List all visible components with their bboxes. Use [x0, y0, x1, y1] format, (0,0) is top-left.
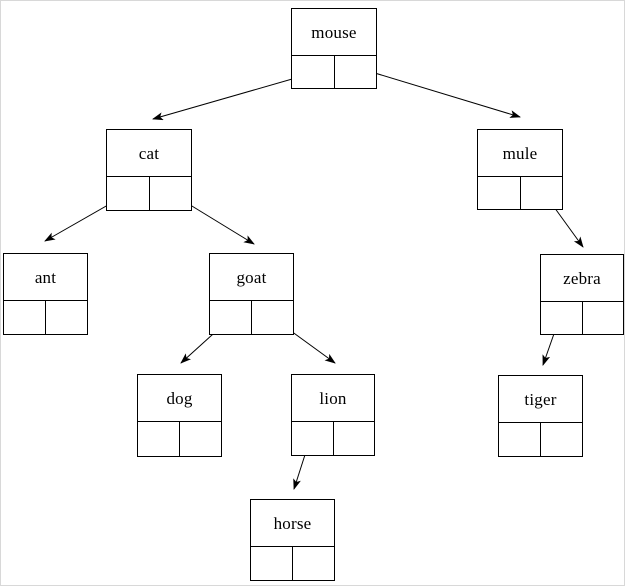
tree-node-dog[interactable]: dog — [137, 374, 222, 457]
node-pointers-zebra — [541, 302, 623, 334]
left-pointer-cell-goat — [210, 301, 252, 334]
tree-node-mouse[interactable]: mouse — [291, 8, 377, 89]
tree-node-lion[interactable]: lion — [291, 374, 375, 456]
left-pointer-cell-cat — [107, 177, 150, 210]
right-pointer-cell-zebra — [583, 302, 624, 334]
node-pointers-cat — [107, 177, 191, 210]
edge-mouse-to-mule — [354, 66, 521, 118]
node-label-tiger: tiger — [499, 376, 582, 423]
right-pointer-cell-ant — [46, 301, 87, 334]
right-pointer-cell-goat — [252, 301, 293, 334]
left-pointer-cell-ant — [4, 301, 46, 334]
tree-node-zebra[interactable]: zebra — [540, 254, 624, 335]
right-pointer-cell-cat — [150, 177, 192, 210]
left-pointer-cell-mule — [478, 177, 521, 209]
node-label-cat: cat — [107, 130, 191, 177]
node-label-goat: goat — [210, 254, 293, 301]
node-label-zebra: zebra — [541, 255, 623, 302]
left-pointer-cell-zebra — [541, 302, 583, 334]
right-pointer-cell-mule — [521, 177, 563, 209]
tree-node-goat[interactable]: goat — [209, 253, 294, 335]
right-pointer-cell-tiger — [541, 423, 582, 456]
node-label-horse: horse — [251, 500, 334, 547]
left-pointer-cell-dog — [138, 422, 180, 456]
left-pointer-cell-tiger — [499, 423, 541, 456]
tree-node-ant[interactable]: ant — [3, 253, 88, 335]
node-pointers-goat — [210, 301, 293, 334]
node-pointers-ant — [4, 301, 87, 334]
tree-node-mule[interactable]: mule — [477, 129, 563, 210]
left-pointer-cell-lion — [292, 422, 334, 455]
node-pointers-mule — [478, 177, 562, 209]
node-label-ant: ant — [4, 254, 87, 301]
node-pointers-tiger — [499, 423, 582, 456]
left-pointer-cell-mouse — [292, 56, 335, 88]
node-pointers-dog — [138, 422, 221, 456]
right-pointer-cell-horse — [293, 547, 334, 580]
edge-mouse-to-cat — [152, 72, 314, 121]
node-label-dog: dog — [138, 375, 221, 422]
left-pointer-cell-horse — [251, 547, 293, 580]
right-pointer-cell-mouse — [335, 56, 377, 88]
right-pointer-cell-dog — [180, 422, 221, 456]
node-label-lion: lion — [292, 375, 374, 422]
tree-node-cat[interactable]: cat — [106, 129, 192, 211]
right-pointer-cell-lion — [334, 422, 375, 455]
node-pointers-horse — [251, 547, 334, 580]
node-pointers-mouse — [292, 56, 376, 88]
tree-node-tiger[interactable]: tiger — [498, 375, 583, 457]
node-pointers-lion — [292, 422, 374, 455]
node-label-mouse: mouse — [292, 9, 376, 56]
tree-node-horse[interactable]: horse — [250, 499, 335, 581]
node-label-mule: mule — [478, 130, 562, 177]
